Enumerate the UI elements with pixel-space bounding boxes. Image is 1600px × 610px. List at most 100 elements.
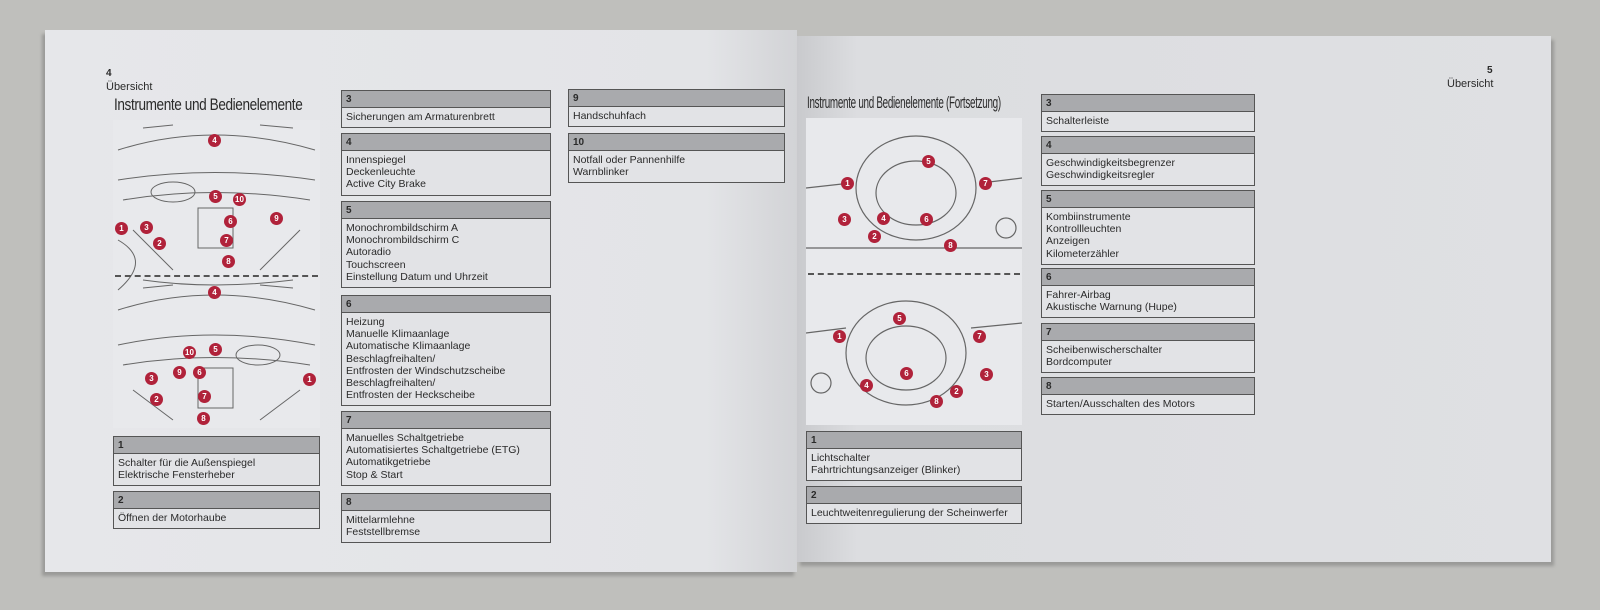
legend-number: 6 — [1042, 269, 1254, 286]
legend-number: 3 — [1042, 95, 1254, 112]
legend-line: Kontrollleuchten — [1046, 223, 1122, 236]
legend-line: Fahrer-Airbag — [1046, 289, 1111, 301]
callout-marker-icon: 3 — [838, 213, 851, 226]
legend-line: Notfall oder Pannenhilfe — [573, 154, 686, 166]
callout-marker-icon: 10 — [183, 346, 196, 359]
callout-marker-icon: 7 — [220, 234, 233, 247]
legend-line: Feststellbremse — [346, 526, 421, 539]
callout-marker-icon: 6 — [900, 367, 913, 380]
callout-marker-icon: 7 — [973, 330, 986, 343]
legend-line: Schalter für die Außenspiegel — [118, 457, 256, 469]
legend-line: Schalterleiste — [1046, 115, 1110, 127]
legend-line: Starten/Ausschalten des Motors — [1046, 398, 1195, 410]
page-number: 4 — [106, 68, 112, 79]
legend-number: 4 — [1042, 137, 1254, 154]
legend-line: Deckenleuchte — [346, 166, 416, 179]
legend-number: 4 — [342, 134, 550, 151]
legend-number: 6 — [342, 296, 550, 313]
legend-line: Autoradio — [346, 246, 391, 259]
legend-line: Automatische Klimaanlage — [346, 340, 471, 353]
page-title: Instrumente und Bedienelemente — [114, 95, 303, 114]
page-number: 5 — [1487, 65, 1493, 76]
legend-number: 5 — [342, 202, 550, 219]
dashboard-drawing-icon — [117, 124, 316, 421]
callout-marker-icon: 5 — [893, 312, 906, 325]
steering-wheel-drawing-icon — [805, 135, 1023, 406]
legend-line: Öffnen der Motorhaube — [118, 512, 227, 524]
callout-marker-icon: 3 — [140, 221, 153, 234]
legend-line: Lichtschalter — [811, 452, 870, 464]
legend-number: 7 — [1042, 324, 1254, 341]
legend-number: 9 — [569, 90, 784, 107]
legend-line: Active City Brake — [346, 178, 426, 191]
callout-marker-icon: 2 — [153, 237, 166, 250]
callout-marker-icon: 4 — [208, 286, 221, 299]
legend-line: Akustische Warnung (Hupe) — [1046, 301, 1177, 314]
page-title: Instrumente und Bedienelemente (Fortsetz… — [807, 93, 1001, 112]
legend-number: 2 — [114, 492, 319, 509]
callout-marker-icon: 10 — [233, 193, 246, 206]
callout-marker-icon: 4 — [208, 134, 221, 147]
legend-line: Beschlagfreihalten/ — [346, 352, 436, 365]
legend-line: Kilometerzähler — [1046, 247, 1119, 260]
callout-marker-icon: 1 — [115, 222, 128, 235]
cockpit-illustration — [113, 120, 320, 428]
callout-marker-icon: 8 — [197, 412, 210, 425]
legend-line: Manuelle Klimaanlage — [346, 328, 450, 341]
section-label: Übersicht — [106, 81, 153, 93]
legend-number: 10 — [569, 134, 784, 151]
legend-line: Monochrombildschirm C — [346, 234, 460, 247]
legend-line: Entfrosten der Heckscheibe — [346, 389, 475, 402]
legend-line: Heizung — [346, 316, 385, 328]
legend-line: Touchscreen — [346, 258, 406, 271]
callout-marker-icon: 2 — [950, 385, 963, 398]
callout-marker-icon: 8 — [930, 395, 943, 408]
legend-body: Leuchtweitenregulierung der Scheinwerfer — [807, 504, 1021, 523]
callout-marker-icon: 8 — [222, 255, 235, 268]
callout-marker-icon: 6 — [193, 366, 206, 379]
legend-line: Einstellung Datum und Uhrzeit — [346, 270, 488, 283]
callout-marker-icon: 7 — [979, 177, 992, 190]
legend-number: 7 — [342, 412, 550, 429]
legend-line: Automatikgetriebe — [346, 456, 431, 469]
section-label: Übersicht — [1447, 78, 1494, 90]
legend-line: Sicherungen am Armaturenbrett — [346, 111, 495, 123]
legend-line: Fahrtrichtungsanzeiger (Blinker) — [811, 464, 961, 477]
legend-line: Anzeigen — [1046, 235, 1090, 248]
legend-number: 1 — [807, 432, 1021, 449]
callout-marker-icon: 1 — [841, 177, 854, 190]
legend-body: Starten/Ausschalten des Motors — [1042, 395, 1254, 414]
legend-line: Scheibenwischerschalter — [1046, 344, 1163, 356]
callout-marker-icon: 5 — [209, 343, 222, 356]
legend-line: Geschwindigkeitsbegrenzer — [1046, 157, 1175, 169]
legend-line: Bordcomputer — [1046, 356, 1112, 369]
callout-marker-icon: 6 — [920, 213, 933, 226]
legend-number: 3 — [342, 91, 550, 108]
callout-marker-icon: 1 — [303, 373, 316, 386]
legend-line: Leuchtweitenregulierung der Scheinwerfer — [811, 507, 1008, 519]
callout-marker-icon: 7 — [198, 390, 211, 403]
legend-number: 1 — [114, 437, 319, 454]
legend-number: 2 — [807, 487, 1021, 504]
legend-line: Automatisiertes Schaltgetriebe (ETG) — [346, 444, 520, 457]
callout-marker-icon: 4 — [860, 379, 873, 392]
callout-marker-icon: 6 — [224, 215, 237, 228]
legend-line: Monochrombildschirm A — [346, 222, 459, 234]
legend-body: Schalterleiste — [1042, 112, 1254, 131]
